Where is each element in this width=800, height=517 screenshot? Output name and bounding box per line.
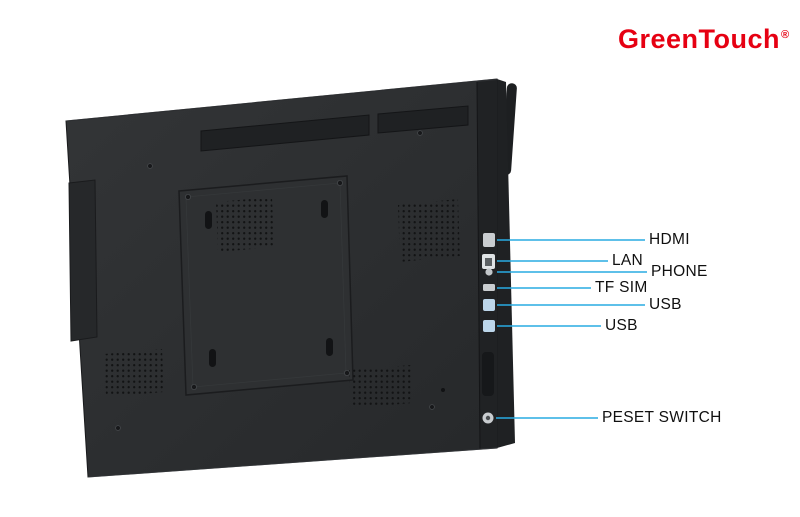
left-recess-panel [68,179,98,342]
io-port-strip [476,80,497,450]
vesa-slot [326,338,333,356]
speaker-grille-right [349,365,413,408]
callout-label-usb-1: USB [649,296,682,313]
screw [147,163,153,169]
pinhole [441,388,445,392]
brand-logo: GreenTouch® [618,24,790,55]
screw [429,404,435,410]
screw [336,179,343,186]
vesa-slot [209,349,216,367]
screw [115,425,121,431]
vent-dots [398,199,460,262]
screw [190,383,197,390]
callout-label-lan: LAN [612,252,644,269]
tf-sim-slot [483,284,495,291]
usb-port-1 [483,299,495,311]
top-edge-highlight [65,78,498,122]
callout-label-tf-sim: TF SIM [595,279,648,296]
screw [184,193,191,200]
callout-label-phone: PHONE [651,263,708,280]
vent-slot [482,352,494,396]
monitor-side-edge [497,79,515,448]
screw [417,130,423,136]
brand-name: GreenTouch [618,24,781,54]
usb-port-2 [483,320,495,332]
vesa-slot [321,200,328,218]
hdmi-port [483,233,495,247]
vesa-vent-dots [216,197,274,252]
lan-port-inner [485,258,492,266]
callout-label-reset-switch: PESET SWITCH [602,409,722,426]
callout-label-usb-2: USB [605,317,638,334]
handle-recess-left [200,114,370,152]
callout-lines [496,239,647,419]
vesa-mount-plate [178,175,354,396]
registered-trademark: ® [781,29,790,41]
bottom-edge-highlight [87,447,498,478]
vesa-slot [205,211,212,229]
speaker-grille-left [104,349,164,397]
callout-label-hdmi: HDMI [649,231,690,248]
handle-recess-right [377,105,469,134]
screw [343,369,350,376]
reset-button-center [485,415,491,421]
phone-jack [485,268,493,276]
